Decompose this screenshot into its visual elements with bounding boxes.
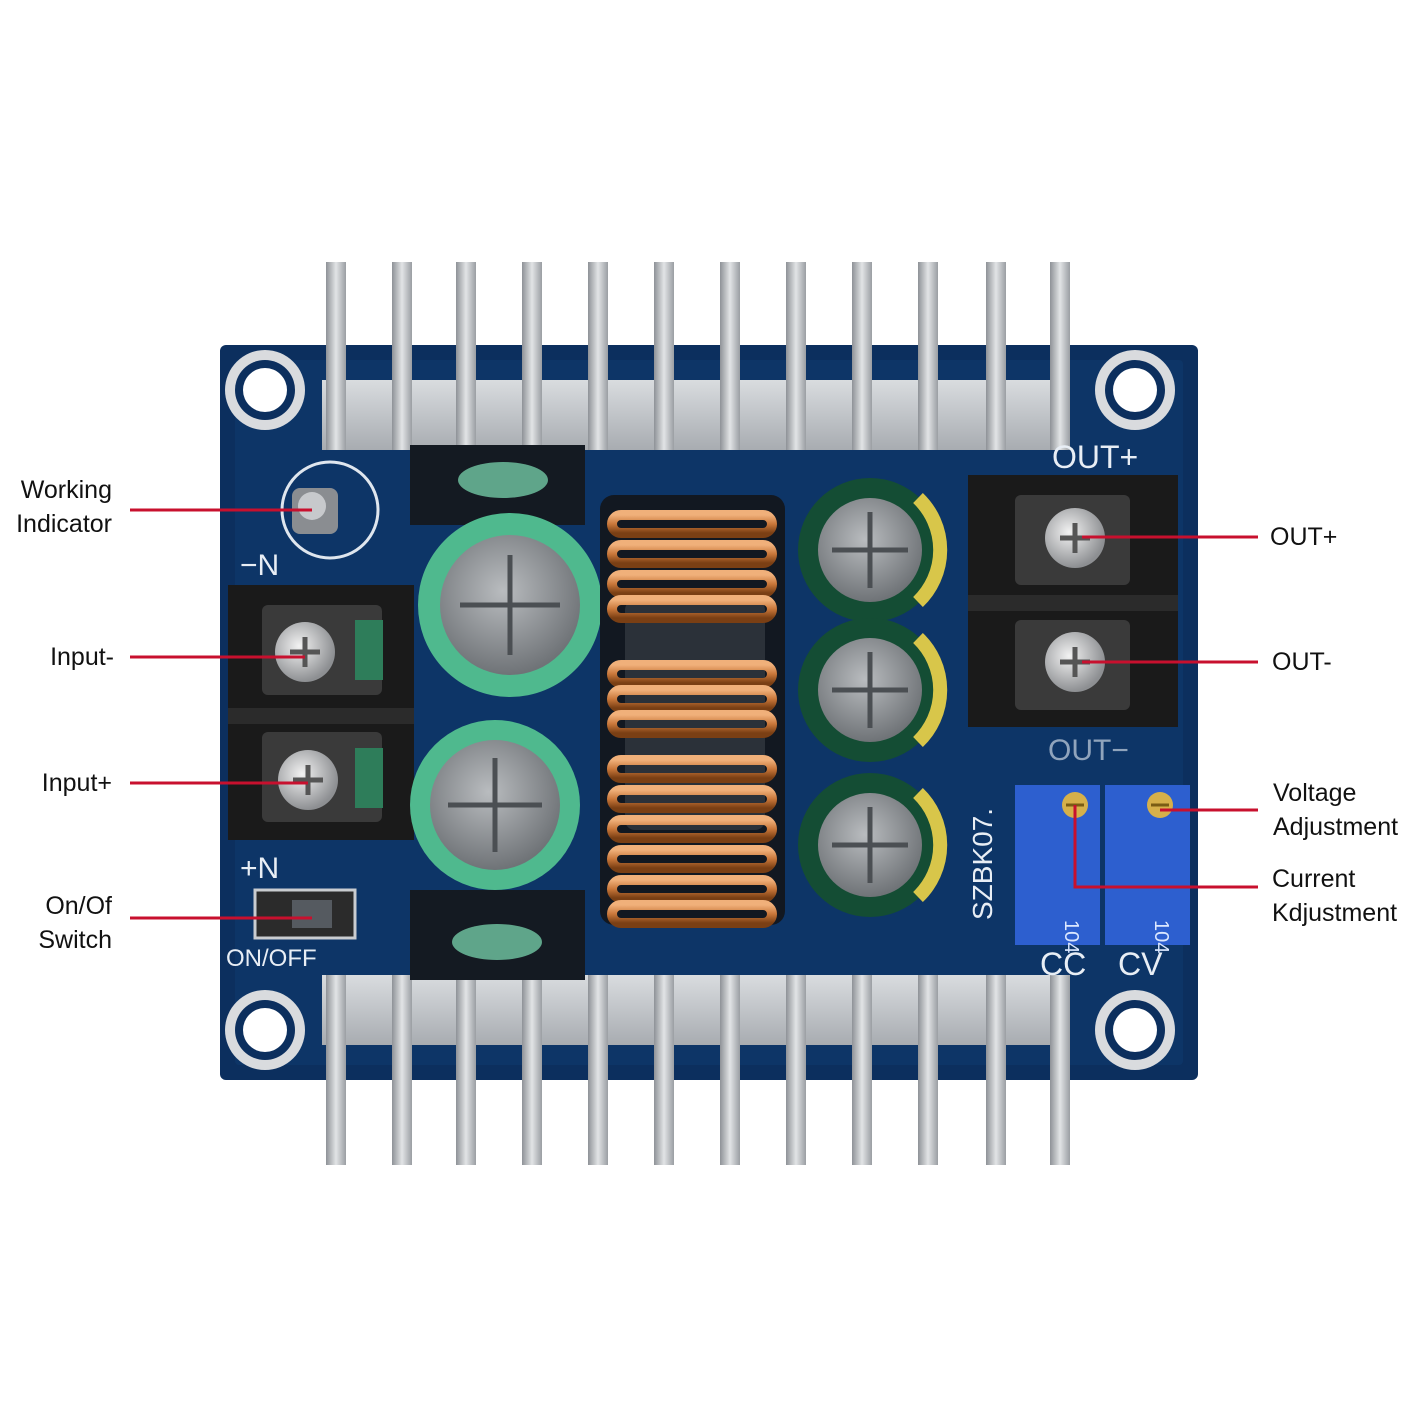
coil-turn [607,900,777,928]
label-voltage-adjustment: Voltage Adjustment [1273,776,1398,844]
coil-turn [607,815,777,843]
label-working-indicator-line1: Working [20,476,112,504]
heatsink-fin [588,262,608,450]
heatsink-fin [720,262,740,450]
heatsink-fin [522,262,542,450]
heatsink-fin [852,262,872,450]
input-capacitor-top [418,513,602,697]
label-current-adjustment: Current Kdjustment [1272,862,1397,930]
coil-turn [607,875,777,903]
heatsink-fin [392,975,412,1165]
label-input-minus: Input- [50,643,114,671]
silk-board-id: SZBK07. [967,808,998,920]
screw-out-minus[interactable] [1045,632,1105,692]
heatsink-fin [326,975,346,1165]
coil-turn [607,570,777,598]
callout-lines [130,508,1258,920]
screw-input-minus[interactable] [275,622,335,682]
mounting-hole-bottom-right [1095,990,1175,1070]
label-on-off-line2: Switch [38,926,112,954]
coil-turn [607,755,777,783]
heatsink-bottom [322,975,1070,1165]
heatsink-fin [654,262,674,450]
heatsink-fin [326,262,346,450]
mounting-hole-top-right [1095,350,1175,430]
label-working-indicator: Working Indicator [0,473,112,541]
label-out-minus: OUT- [1272,648,1332,676]
heatsink-fin [456,975,476,1165]
heatsink-fin [456,262,476,450]
silk-out-plus: OUT+ [1052,439,1138,475]
heatsink-top [322,262,1070,450]
label-on-off-switch: On/Of Switch [0,889,112,957]
label-input-plus: Input+ [41,769,112,797]
coil-turn [607,785,777,813]
coil-turn [607,510,777,538]
heatsink-fin [918,975,938,1165]
label-voltage-line1: Voltage [1273,779,1357,807]
label-voltage-line2: Adjustment [1273,813,1399,841]
heatsink-fin [786,975,806,1165]
silk-on-off: ON/OFF [226,945,317,972]
heatsink-fin [786,262,806,450]
heatsink-fin [588,975,608,1165]
heatsink-fin [654,975,674,1165]
silk-in-plus: +N [240,852,279,885]
transistor-bottom-pad [452,924,542,960]
heatsink-fin [522,975,542,1165]
label-current-line2: Kdjustment [1272,899,1398,927]
label-on-off-line1: On/Of [45,892,112,920]
input-capacitor-bottom [410,720,580,890]
mounting-hole-bottom-left [225,990,305,1070]
silk-cv: CV [1118,946,1163,982]
on-off-switch[interactable] [253,888,357,940]
heatsink-fin [1050,262,1070,450]
silk-out-minus: OUT− [1048,734,1129,767]
heatsink-fin [720,975,740,1165]
output-terminal-block [968,475,1178,727]
transistor-top-pad [458,462,548,498]
heatsink-fin [852,975,872,1165]
coil-turn [607,685,777,713]
heatsink-fin [986,975,1006,1165]
coil-turn [607,595,777,623]
pot-code-cv: 104 [1150,920,1172,953]
voltage-adjust-potentiometer[interactable] [1105,785,1190,945]
toroid-inductor [600,495,785,928]
pot-code-cc: 104 [1060,920,1082,953]
silk-in-minus: −N [240,549,279,582]
screw-out-plus[interactable] [1045,508,1105,568]
coil-turn [607,845,777,873]
label-out-plus: OUT+ [1270,523,1338,551]
coil-turn [607,540,777,568]
current-adjust-potentiometer[interactable] [1015,785,1100,945]
heatsink-fin [918,262,938,450]
output-capacitor-1 [798,478,948,622]
silk-cc: CC [1040,946,1086,982]
coil-turn [607,660,777,688]
mounting-hole-top-left [225,350,305,430]
output-capacitor-3 [798,773,948,917]
screw-input-plus[interactable] [278,750,338,810]
coil-turn [607,710,777,738]
heatsink-fin [986,262,1006,450]
heatsink-fin [392,262,412,450]
label-current-line1: Current [1272,865,1356,893]
label-working-indicator-line2: Indicator [16,510,112,538]
heatsink-fin [1050,975,1070,1165]
output-capacitor-2 [798,618,948,762]
callout-line-current-adjustment [1073,805,1258,889]
